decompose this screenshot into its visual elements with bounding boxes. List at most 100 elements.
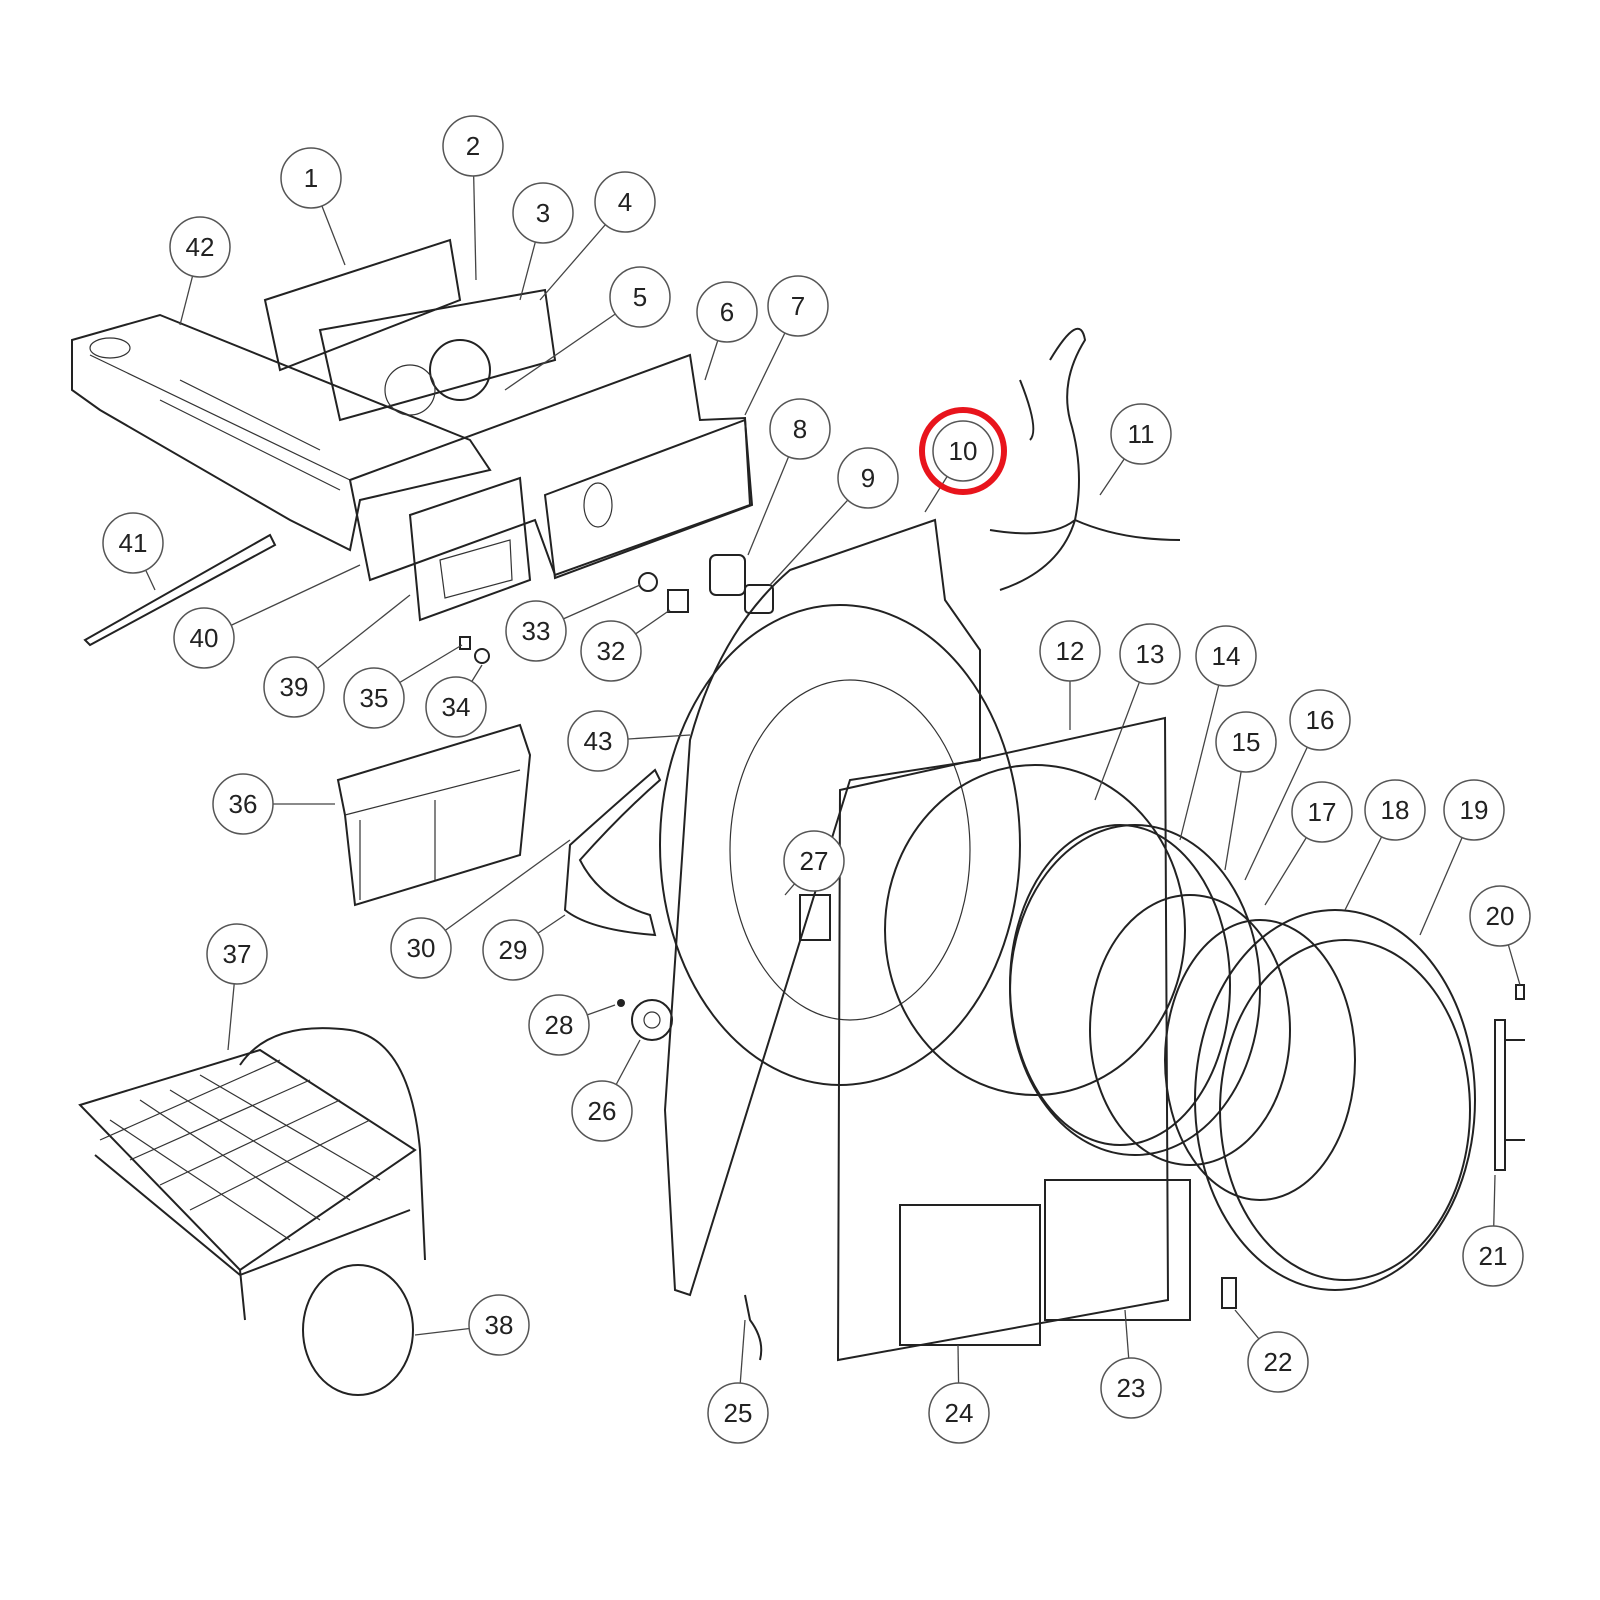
callout-3: 3 [512,182,574,244]
part-27 [799,894,831,941]
callout-22: 22 [1247,1331,1309,1393]
callout-21: 21 [1462,1225,1524,1287]
callout-2: 2 [442,115,504,177]
callout-circle [512,182,574,244]
bulkhead-ring [659,604,1021,1086]
callout-circle [1289,689,1351,751]
callout-34: 34 [425,676,487,738]
grille-24 [899,1204,1041,1346]
callout-circle [528,994,590,1056]
callout-39: 39 [263,656,325,718]
callout-number: 23 [1117,1373,1146,1403]
callout-26: 26 [571,1080,633,1142]
callout-number: 8 [793,414,807,444]
part-28 [617,999,625,1007]
control-panel [348,353,752,582]
callout-36: 36 [212,773,274,835]
console-housing [71,313,492,552]
callout-circle [1100,1357,1162,1419]
callout-circle [769,398,831,460]
leader-line-14 [1179,655,1227,841]
callout-circle [505,600,567,662]
callout-41: 41 [102,512,164,574]
callout-1: 1 [280,147,342,209]
part-drawings [71,238,1525,1396]
callout-16: 16 [1289,689,1351,751]
callout-23: 23 [1100,1357,1162,1419]
callout-circle [1119,623,1181,685]
callout-circle [1291,781,1353,843]
callout-circle [580,620,642,682]
callout-43: 43 [567,710,629,772]
callout-number: 16 [1306,705,1335,735]
callout-number: 4 [618,187,632,217]
callout-8: 8 [769,398,831,460]
front-panel [836,716,1170,1362]
callout-38: 38 [468,1294,530,1356]
callout-number: 5 [633,282,647,312]
callout-10: 10 [919,407,1007,495]
callout-13: 13 [1119,623,1181,685]
callout-42: 42 [169,216,231,278]
callout-40: 40 [173,607,235,669]
callout-35: 35 [343,667,405,729]
hinge-21 [1494,1019,1525,1171]
callout-12: 12 [1039,620,1101,682]
callout-circle [1462,1225,1524,1287]
door-ring-19 [1219,939,1471,1281]
callout-number: 24 [945,1398,974,1428]
callout-circle [1110,403,1172,465]
callout-25: 25 [707,1382,769,1444]
callout-37: 37 [206,923,268,985]
callout-9: 9 [837,447,899,509]
callout-29: 29 [482,919,544,981]
panel-door-opening [884,764,1186,1096]
callout-circle [1364,779,1426,841]
ring-14 [1009,824,1261,1156]
callout-number: 37 [223,939,252,969]
callout-circle [707,1382,769,1444]
callout-circle [932,420,994,482]
callout-circle [571,1080,633,1142]
callout-circle [390,917,452,979]
callout-number: 12 [1056,636,1085,666]
callout-circle [1443,779,1505,841]
callout-circle [343,667,405,729]
callout-circle [783,830,845,892]
part-34 [474,648,490,664]
callout-circle [767,275,829,337]
callout-27: 27 [783,830,845,892]
part-26 [631,999,673,1041]
callout-circle [280,147,342,209]
callout-18: 18 [1364,779,1426,841]
callout-number: 26 [588,1096,617,1126]
part-20 [1515,984,1525,1000]
callout-circle [169,216,231,278]
callout-number: 28 [545,1010,574,1040]
callout-33: 33 [505,600,567,662]
callout-number: 39 [280,672,309,702]
callout-number: 21 [1479,1241,1508,1271]
callout-14: 14 [1195,625,1257,687]
callout-number: 22 [1264,1347,1293,1377]
callout-circle [1469,885,1531,947]
callout-number: 25 [724,1398,753,1428]
callout-number: 29 [499,935,528,965]
callout-number: 33 [522,616,551,646]
door-ring-18 [1194,909,1476,1291]
part-9 [744,584,774,614]
callout-number: 11 [1128,419,1155,449]
callout-circle [102,512,164,574]
callout-number: 13 [1136,639,1165,669]
callout-number: 1 [304,163,318,193]
callout-number: 30 [407,933,436,963]
callout-17: 17 [1291,781,1353,843]
callout-7: 7 [767,275,829,337]
callout-number: 7 [791,291,805,321]
callout-number: 20 [1486,901,1515,931]
part-25 [744,1294,763,1361]
callout-circle [173,607,235,669]
callout-number: 2 [466,131,480,161]
callout-number: 17 [1308,797,1337,827]
